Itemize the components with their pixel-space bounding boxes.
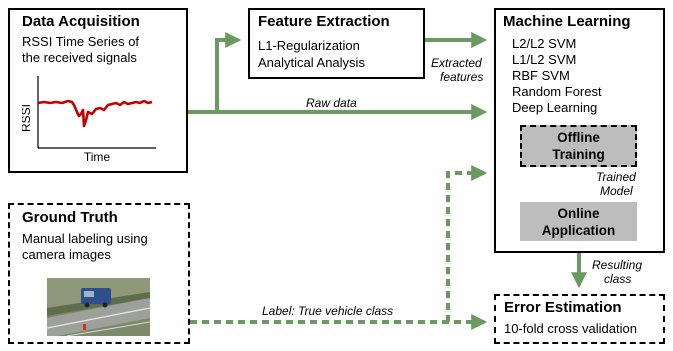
trained-model-label-2: Model	[600, 184, 633, 198]
error-estimation-line-1: 10-fold cross validation	[504, 321, 637, 336]
ground-truth-title: Ground Truth	[22, 209, 118, 226]
error-estimation-title: Error Estimation	[504, 299, 622, 316]
online-label: Online	[557, 205, 600, 221]
training-label: Training	[552, 147, 605, 162]
extracted-features-label-2: features	[440, 70, 484, 84]
ml-method-5: Deep Learning	[512, 100, 598, 115]
ml-method-1: L2/L2 SVM	[512, 36, 577, 51]
online-application-box: Online Application	[520, 202, 637, 241]
feature-extraction-line-1: L1-Regularization	[258, 38, 360, 53]
camera-image	[47, 278, 150, 336]
ml-method-4: Random Forest	[512, 84, 602, 99]
data-acquisition-title: Data Acquisition	[22, 13, 140, 30]
rssi-axis-label: RSSI	[22, 104, 33, 132]
trained-model-label-1: Trained	[596, 170, 636, 184]
resulting-class-label-1: Resulting	[592, 258, 643, 272]
label-to-ml-arrow	[446, 165, 488, 322]
time-axis-label: Time	[84, 150, 111, 162]
label-true-class-label: Label: True vehicle class	[262, 304, 394, 318]
ground-truth-line-1: Manual labeling using	[22, 231, 148, 246]
extracted-features-label-1: Extracted	[431, 56, 482, 70]
resulting-class-label-2: class	[604, 272, 632, 286]
feature-extraction-line-2: Analytical Analysis	[258, 55, 365, 70]
error-estimation-box	[494, 294, 665, 344]
to-feature-extraction-arrow	[215, 32, 242, 112]
rssi-plot: RSSI Time	[22, 76, 156, 162]
data-acquisition-desc-2: the received signals	[22, 50, 137, 65]
application-label: Application	[541, 222, 616, 238]
ml-method-3: RBF SVM	[512, 68, 570, 83]
ml-method-2: L1/L2 SVM	[512, 52, 577, 67]
data-acquisition-desc-1: RSSI Time Series of	[22, 34, 140, 49]
rssi-signal-line	[37, 99, 153, 128]
raw-data-label: Raw data	[306, 96, 357, 110]
feature-extraction-title: Feature Extraction	[258, 13, 390, 30]
feature-extraction-box	[248, 8, 425, 79]
offline-label: Offline	[557, 130, 600, 145]
ground-truth-line-2: camera images	[22, 247, 111, 262]
machine-learning-title: Machine Learning	[503, 13, 631, 30]
offline-training-box: Offline Training	[520, 125, 637, 167]
